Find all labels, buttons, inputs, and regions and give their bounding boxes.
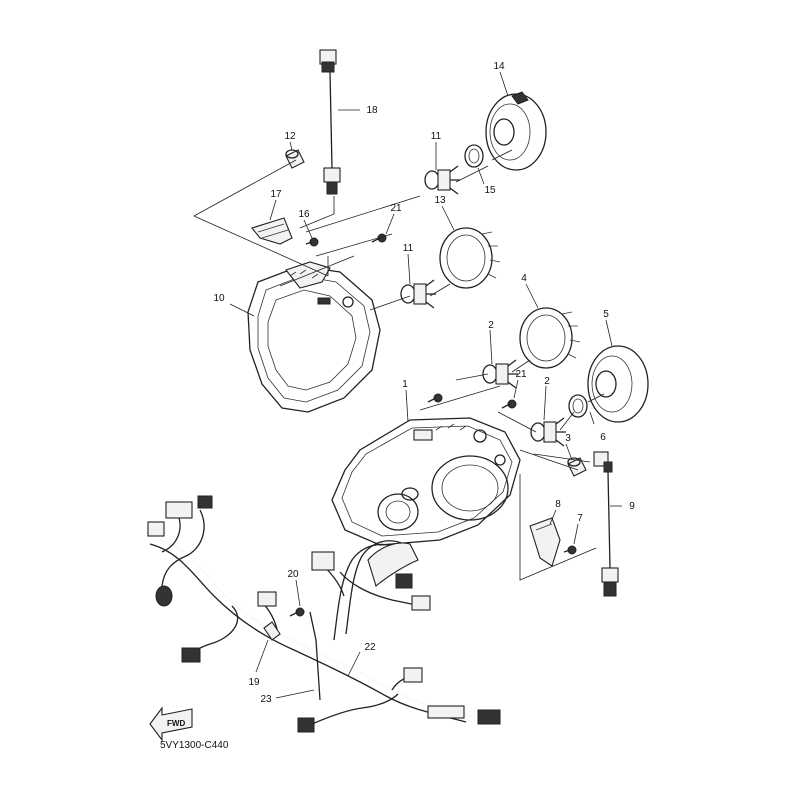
wiring-harness [147, 495, 501, 733]
harness-connector-10 [297, 717, 315, 733]
fwd-arrow-icon: FWD [149, 706, 193, 742]
callout-6: 6 [600, 432, 606, 443]
callout-2-left: 2 [488, 320, 494, 331]
callout-15: 15 [484, 185, 496, 196]
callout-19: 19 [248, 677, 260, 688]
reflector-large [431, 455, 509, 521]
fwd-label: FWD [167, 719, 185, 728]
screw-16 [305, 237, 319, 247]
callout-2-right: 2 [544, 376, 550, 387]
callout-9: 9 [629, 501, 635, 512]
position-bulb-12 [285, 149, 305, 169]
callout-16: 16 [298, 209, 310, 220]
bulb-cover-14 [485, 91, 547, 171]
callout-13: 13 [434, 195, 446, 206]
callout-8: 8 [555, 499, 561, 510]
harness-end-plug [477, 709, 501, 725]
bulb-11-lower [400, 279, 436, 309]
callout-18: 18 [366, 105, 378, 116]
callout-5: 5 [603, 309, 609, 320]
callout-10: 10 [213, 293, 225, 304]
housing-bracket [413, 429, 433, 441]
socket-cord-9 [593, 451, 619, 597]
callout-11-lower: 11 [403, 243, 414, 254]
callout-11-upper: 11 [431, 131, 442, 142]
callout-14: 14 [493, 61, 505, 72]
bulb-2-right [530, 417, 566, 447]
callout-7: 7 [577, 513, 583, 524]
bracket-17 [251, 217, 293, 245]
callout-20: 20 [287, 569, 299, 580]
screw-21-housing [427, 393, 443, 403]
headlight-housing-left [247, 261, 381, 413]
harness-relay [367, 542, 419, 587]
spacer-6 [568, 394, 588, 418]
bulb-ring-13 [439, 227, 501, 289]
screw-21-lower [501, 399, 517, 409]
harness-connector-8 [411, 595, 431, 611]
assembly-lines [193, 149, 605, 581]
callout-21-lower: 21 [515, 369, 527, 380]
spacer-15 [464, 144, 484, 168]
callout-1: 1 [402, 379, 408, 390]
harness-connector-2 [197, 495, 213, 509]
harness-connector-7 [395, 573, 413, 589]
harness-connector-1 [165, 501, 193, 519]
headlight-housing-right [331, 417, 521, 546]
harness-connector-9 [403, 667, 423, 683]
screw-20 [289, 607, 305, 617]
bracket-8 [529, 517, 561, 567]
callout-4: 4 [521, 273, 527, 284]
bulb-2-left [482, 359, 518, 389]
bulb-11-upper [424, 165, 460, 195]
callout-labels: 1 2 2 3 4 5 6 7 8 9 10 11 11 12 13 14 15… [213, 61, 635, 705]
harness-connector-6 [311, 551, 335, 571]
callout-leaders [229, 71, 622, 699]
harness-plug-round [155, 585, 173, 607]
housing-tab [317, 297, 331, 305]
cable-tie-23 [309, 611, 321, 701]
bulb-ring-4 [519, 307, 581, 369]
harness-clamp-19 [263, 621, 281, 641]
callout-23: 23 [260, 694, 272, 705]
callout-21-upper: 21 [390, 203, 402, 214]
callout-12: 12 [284, 131, 296, 142]
harness-sleeve [427, 705, 465, 719]
screw-7 [563, 545, 577, 555]
harness-connector-4 [181, 647, 201, 663]
callout-22: 22 [364, 642, 376, 653]
diagram-code: 5VY1300-C440 [160, 740, 229, 751]
harness-connector-5 [257, 591, 277, 607]
socket-cord-18 [319, 49, 341, 195]
bulb-socket [342, 296, 354, 308]
harness-connector-3 [147, 521, 165, 537]
bulb-cover-5 [587, 345, 649, 423]
callout-3: 3 [565, 433, 571, 444]
callout-17: 17 [270, 189, 282, 200]
reflector-small [377, 493, 419, 531]
